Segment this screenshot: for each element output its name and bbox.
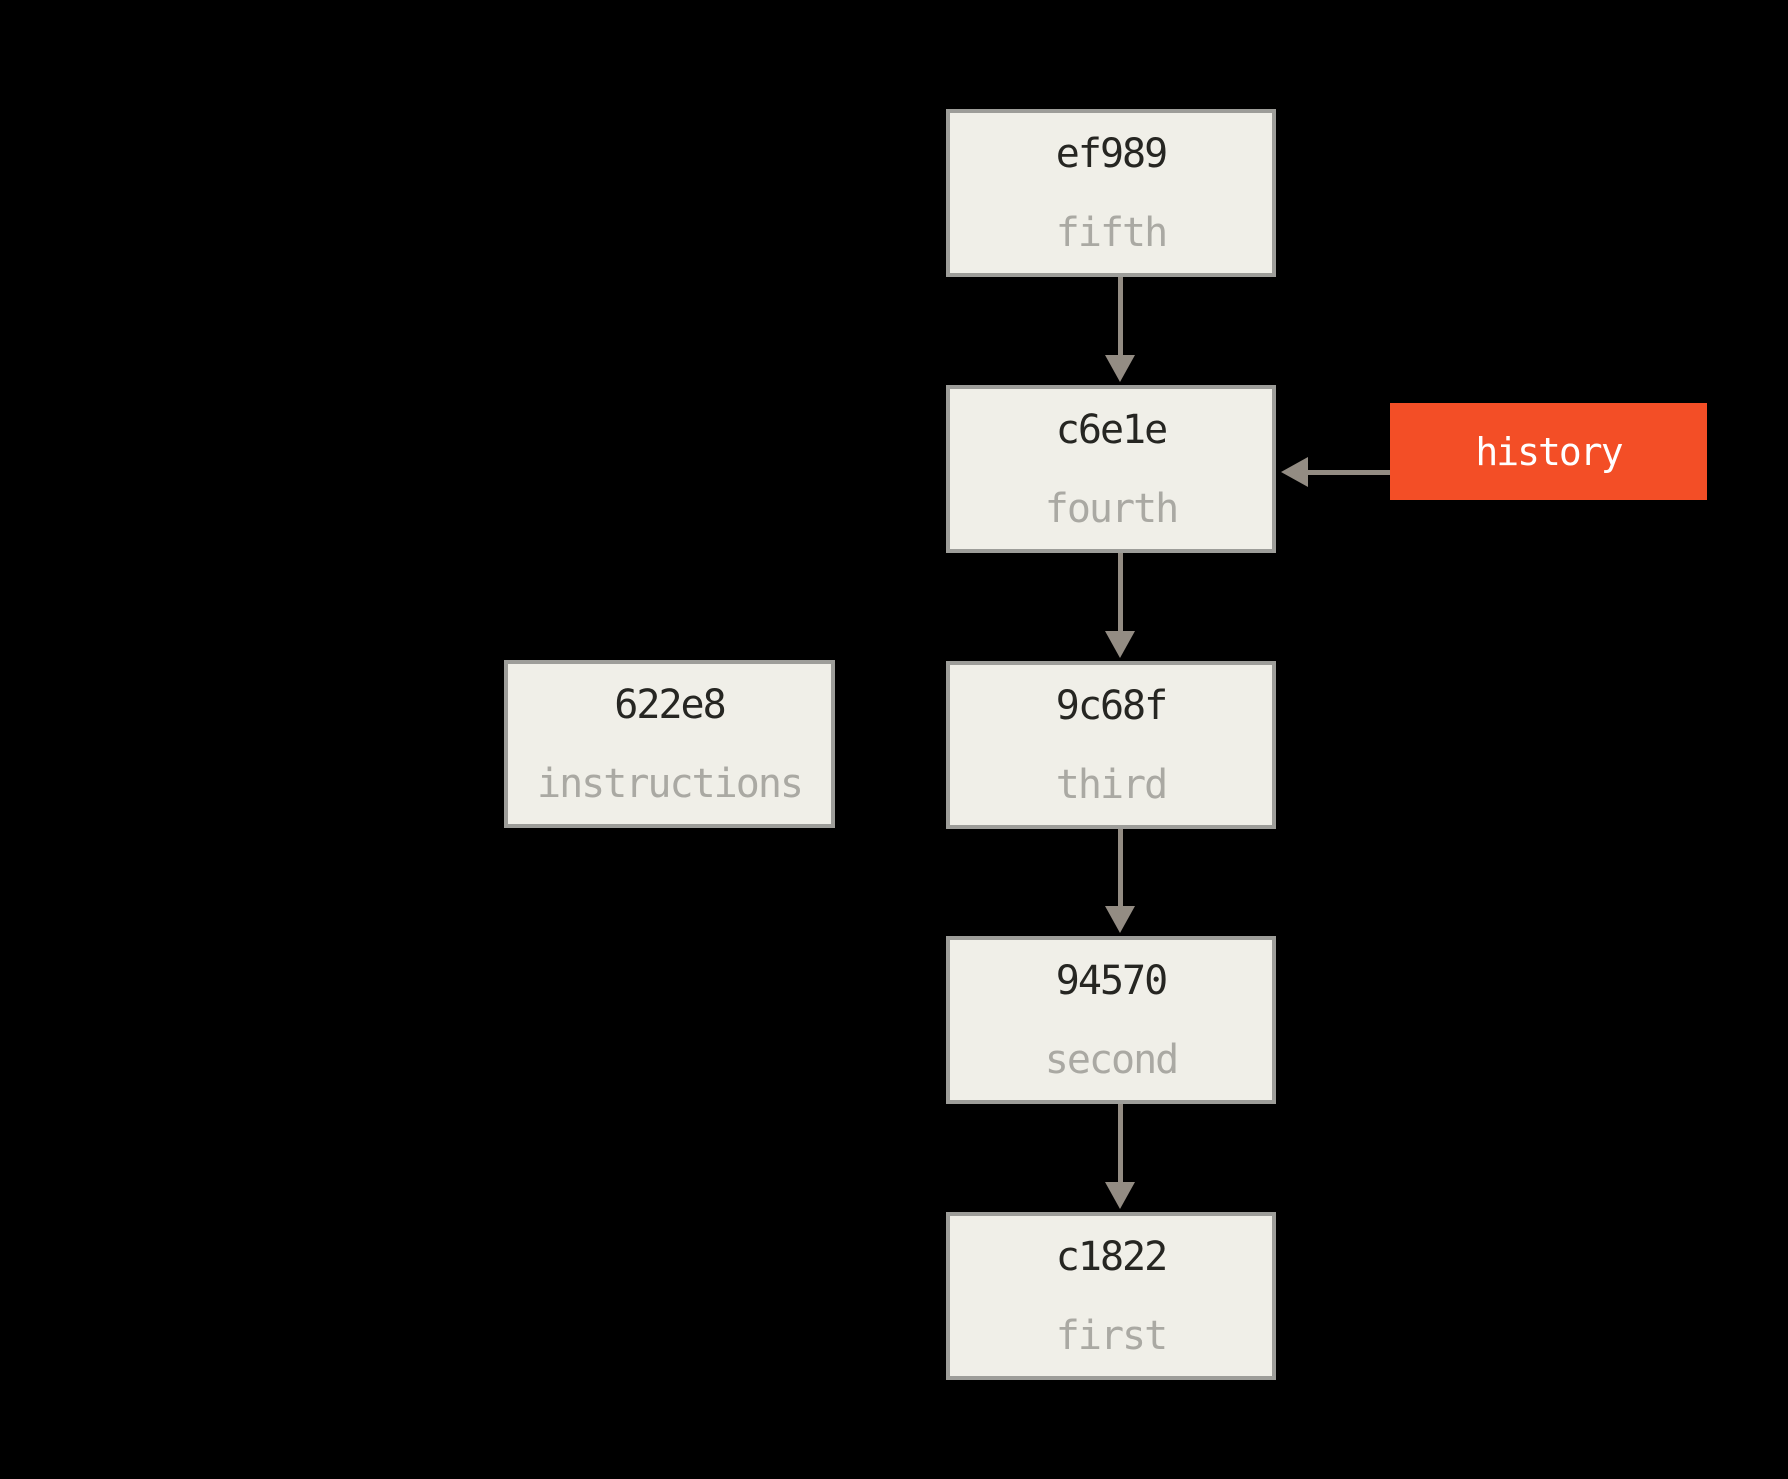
arrow-left-icon [1281, 457, 1308, 487]
arrow-down-icon [1105, 355, 1135, 382]
commit-label: second [1044, 1036, 1179, 1083]
commit-hash: 622e8 [614, 681, 726, 728]
commit-box-second: 94570 second [946, 936, 1276, 1104]
commit-box-first: c1822 first [946, 1212, 1276, 1380]
arrow-down-icon [1105, 1182, 1135, 1209]
arrow-down-icon [1105, 631, 1135, 658]
commit-hash: c6e1e [1055, 406, 1168, 453]
commit-box-instructions: 622e8 instructions [504, 660, 835, 828]
commit-label: third [1055, 761, 1168, 808]
commit-hash: ef989 [1055, 130, 1168, 177]
parent-arrow-line [1118, 1104, 1123, 1182]
branch-ref-history: history [1390, 403, 1707, 500]
parent-arrow-line [1118, 829, 1123, 906]
parent-arrow-line [1118, 277, 1123, 355]
commit-box-fifth: ef989 fifth [946, 109, 1276, 277]
commit-label: fourth [1044, 485, 1179, 532]
commit-label: fifth [1055, 209, 1168, 256]
commit-label: instructions [537, 760, 804, 807]
commit-hash: c1822 [1055, 1233, 1168, 1280]
ref-arrow-line [1308, 470, 1390, 475]
commit-label: first [1055, 1312, 1168, 1359]
commit-hash: 9c68f [1055, 682, 1168, 729]
branch-ref-label: history [1475, 429, 1623, 474]
commit-box-third: 9c68f third [946, 661, 1276, 829]
parent-arrow-line [1118, 553, 1123, 631]
commit-hash: 94570 [1055, 957, 1168, 1004]
commit-box-fourth: c6e1e fourth [946, 385, 1276, 553]
arrow-down-icon [1105, 906, 1135, 933]
